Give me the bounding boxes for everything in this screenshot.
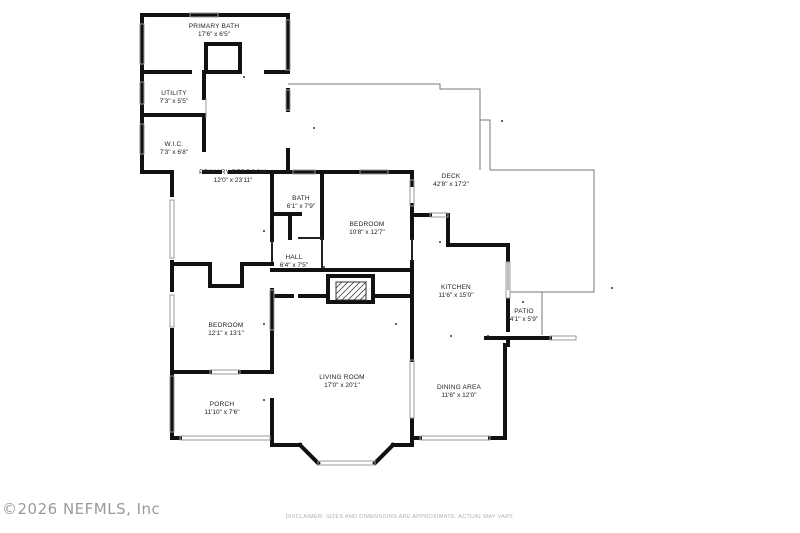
- label-dining-area: DINING AREA 11'6" x 12'0": [437, 384, 481, 400]
- room-dimensions: 7'3" x 6'8": [159, 149, 189, 156]
- room-dimensions: 11'6" x 15'0": [438, 292, 474, 299]
- room-name: PRIMARY BEDROOM: [199, 168, 267, 176]
- room-name: DECK: [441, 172, 461, 180]
- label-primary-bath: PRIMARY BATH 17'6" x 6'5": [189, 23, 239, 39]
- fixture-dots: [243, 76, 613, 401]
- room-dimensions: 7'3" x 5'5": [159, 98, 189, 105]
- room-name: PRIMARY BATH: [188, 22, 240, 30]
- label-wic: W.I.C. 7'3" x 6'8": [160, 141, 188, 157]
- room-dimensions: 6'4" x 7'5": [279, 262, 309, 269]
- room-name: PATIO: [514, 307, 534, 315]
- label-living-room: LIVING ROOM 17'0" x 20'1": [319, 374, 365, 390]
- room-dimensions: 17'6" x 6'5": [197, 31, 231, 38]
- label-primary-bedroom: PRIMARY BEDROOM 12'0" x 23'11": [199, 169, 267, 185]
- room-dimensions: 6'1" x 7'9": [286, 203, 316, 210]
- windows: [139, 12, 577, 466]
- fireplace: [326, 274, 375, 304]
- label-utility: UTILITY 7'3" x 5'5": [160, 90, 188, 106]
- interior-walls: [271, 237, 413, 268]
- label-deck: DECK 42'8" x 17'2": [433, 173, 469, 189]
- room-name: DINING AREA: [436, 383, 482, 391]
- room-name: BATH: [292, 194, 310, 202]
- room-dimensions: 11'10" x 7'6": [204, 409, 240, 416]
- room-dimensions: 10'8" x 12'7": [349, 229, 385, 236]
- room-name: KITCHEN: [441, 283, 471, 291]
- label-porch: PORCH 11'10" x 7'6": [204, 401, 239, 417]
- room-name: HALL: [285, 253, 303, 261]
- label-kitchen: KITCHEN 11'6" x 15'0": [438, 284, 473, 300]
- room-name: LIVING ROOM: [319, 373, 365, 381]
- room-dimensions: 12'1" x 13'1": [208, 330, 244, 337]
- room-name: W.I.C.: [164, 140, 184, 148]
- label-bedroom-2: BEDROOM 10'8" x 12'7": [349, 221, 385, 237]
- label-bedroom-1: BEDROOM 12'1" x 13'1": [208, 322, 244, 338]
- walls: [140, 13, 552, 466]
- room-dimensions: 11'6" x 12'0": [441, 392, 477, 399]
- room-dimensions: 4'1" x 5'9": [509, 316, 539, 323]
- copyright-watermark: ©2026 NEFMLS, Inc: [2, 500, 161, 518]
- room-name: BEDROOM: [349, 220, 385, 228]
- room-dimensions: 42'8" x 17'2": [433, 181, 469, 188]
- label-hall: HALL 6'4" x 7'5": [280, 254, 308, 270]
- room-dimensions: 12'0" x 23'11": [213, 177, 253, 184]
- disclaimer-text: DISCLAIMER: SIZES AND DIMENSIONS ARE APP…: [285, 514, 515, 520]
- label-bath: BATH 6'1" x 7'9": [287, 195, 315, 211]
- room-name: BEDROOM: [208, 321, 244, 329]
- label-patio: PATIO 4'1" x 5'9": [510, 308, 538, 324]
- room-dimensions: 17'0" x 20'1": [324, 382, 360, 389]
- room-name: PORCH: [209, 400, 235, 408]
- room-name: UTILITY: [161, 89, 187, 97]
